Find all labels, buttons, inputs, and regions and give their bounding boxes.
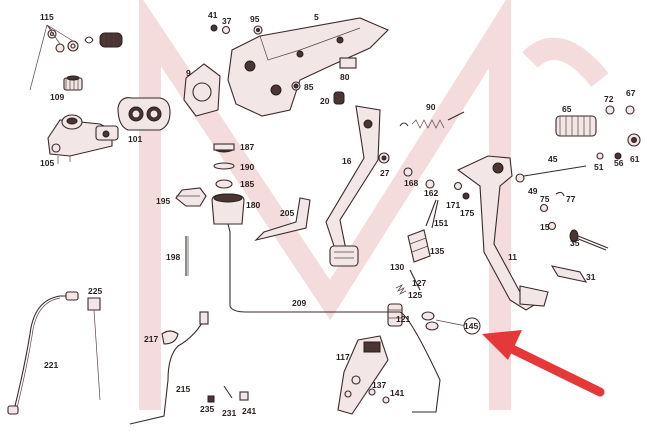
label-56: 56: [614, 158, 624, 168]
label-162: 162: [424, 188, 438, 198]
label-235: 235: [200, 404, 214, 414]
pedal-small-parts: [378, 152, 470, 229]
label-27: 27: [380, 168, 390, 178]
label-80: 80: [340, 72, 350, 82]
part-11-clutch-pedal: [456, 155, 549, 311]
part-90-spring: [399, 111, 465, 129]
label-35: 35: [570, 238, 580, 248]
label-185: 185: [240, 179, 254, 189]
label-205: 205: [280, 208, 294, 218]
label-109: 109: [50, 92, 64, 102]
label-180: 180: [246, 200, 260, 210]
part-15-bushes: [539, 191, 565, 231]
part-195-clamp: [175, 187, 207, 207]
label-221: 221: [44, 360, 58, 370]
label-145: 145: [464, 321, 478, 331]
part-117-slave-cylinder: [337, 335, 389, 415]
label-11: 11: [508, 252, 517, 262]
bracket-small-parts: [210, 24, 357, 105]
part-115-seal-kit: [29, 24, 123, 91]
part-137-bleeder: [368, 388, 390, 404]
label-168: 168: [404, 178, 418, 188]
pointer-arrow: [482, 330, 605, 397]
part-217-grommet: [161, 330, 179, 345]
label-190: 190: [240, 162, 254, 172]
part-135-boot: [407, 229, 431, 263]
part-31-clip: [550, 265, 588, 283]
label-231: 231: [222, 408, 236, 418]
label-137: 137: [372, 380, 386, 390]
part-labels: 115 109 105 101 41 37 95 5 9 85 80 20 18…: [40, 10, 640, 418]
part-45-rod: [515, 133, 641, 183]
label-209: 209: [292, 298, 306, 308]
part-65-spring: [555, 105, 635, 137]
label-141: 141: [390, 388, 404, 398]
label-217: 217: [144, 334, 158, 344]
label-241: 241: [242, 406, 256, 416]
label-5: 5: [314, 12, 319, 22]
part-127-spring: [395, 269, 421, 295]
label-171: 171: [446, 200, 460, 210]
label-61: 61: [630, 154, 640, 164]
label-85: 85: [304, 82, 314, 92]
label-41: 41: [208, 10, 218, 20]
label-125: 125: [408, 290, 422, 300]
label-115: 115: [40, 12, 54, 22]
part-105-master-cylinder: [47, 114, 119, 164]
label-198: 198: [166, 252, 180, 262]
label-187: 187: [240, 142, 254, 152]
label-31: 31: [586, 272, 596, 282]
part-9-gasket-plate: [183, 63, 221, 117]
part-221-hose: [7, 291, 79, 415]
label-117: 117: [336, 352, 350, 362]
label-127: 127: [412, 278, 426, 288]
label-151: 151: [434, 218, 448, 228]
part-198-rod: [185, 236, 189, 276]
label-90: 90: [426, 102, 436, 112]
part-101-gasket: [117, 97, 171, 131]
label-20: 20: [320, 96, 330, 106]
small-fasteners-bottom: [207, 385, 249, 403]
label-77: 77: [566, 194, 576, 204]
label-16: 16: [342, 156, 352, 166]
label-225: 225: [88, 286, 102, 296]
part-225-clip: [87, 297, 101, 401]
label-49: 49: [528, 186, 538, 196]
label-75: 75: [540, 194, 550, 204]
label-67: 67: [626, 88, 636, 98]
label-175: 175: [460, 208, 474, 218]
label-101: 101: [128, 134, 142, 144]
part-16-brake-pedal: [325, 105, 381, 267]
part-145-seal-kit: [421, 311, 481, 335]
part-187-cap: [213, 143, 235, 189]
label-9: 9: [186, 68, 191, 78]
label-195: 195: [156, 196, 170, 206]
label-72: 72: [604, 94, 614, 104]
part-180-reservoir: [211, 193, 245, 290]
label-45: 45: [548, 154, 558, 164]
part-35-pin: [569, 229, 609, 251]
label-105: 105: [40, 158, 54, 168]
label-95: 95: [250, 14, 260, 24]
part-205-bracket: [254, 197, 311, 241]
label-121: 121: [396, 314, 410, 324]
label-215: 215: [176, 384, 190, 394]
label-15: 15: [540, 222, 550, 232]
part-209-pipe: [229, 290, 441, 413]
label-135: 135: [430, 246, 444, 256]
label-51: 51: [594, 162, 604, 172]
part-5-pedal-bracket: [227, 17, 389, 117]
label-130: 130: [390, 262, 404, 272]
part-121-piston: [387, 303, 403, 327]
label-65: 65: [562, 104, 572, 114]
part-215-pipe: [129, 311, 209, 425]
part-109-reservoir-cap: [63, 75, 83, 91]
label-37: 37: [222, 16, 232, 26]
